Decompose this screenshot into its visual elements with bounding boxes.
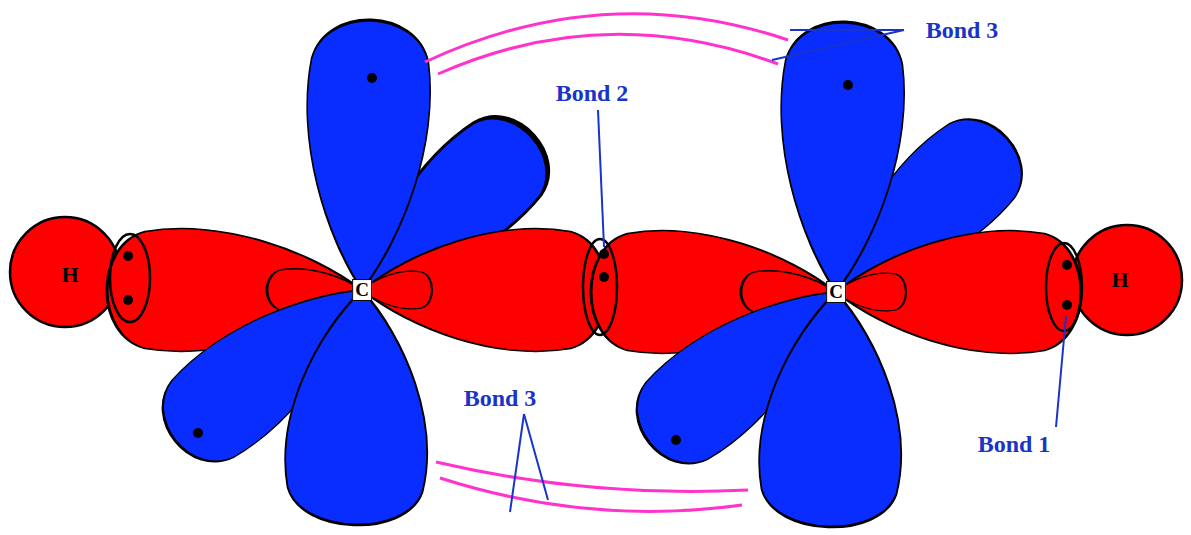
atom-label: H bbox=[61, 263, 78, 287]
p-orbital-lobe bbox=[283, 288, 433, 528]
electron-dot bbox=[843, 80, 853, 90]
electron-dot bbox=[123, 295, 133, 305]
atom-label: H bbox=[1111, 268, 1128, 292]
hydrogen-orbital bbox=[1072, 225, 1182, 335]
electron-dot bbox=[1062, 260, 1072, 270]
leader-line bbox=[598, 110, 604, 247]
electron-dot bbox=[1062, 300, 1072, 310]
overlap-region bbox=[583, 239, 617, 335]
overlap-region bbox=[1046, 243, 1082, 331]
pi-bond-arc bbox=[425, 14, 788, 62]
bond-label: Bond 3 bbox=[462, 385, 539, 411]
atom-label: C bbox=[826, 281, 846, 303]
leader-line bbox=[1056, 316, 1066, 427]
electron-dot bbox=[599, 249, 609, 259]
electron-dot bbox=[123, 251, 133, 261]
bond-label: Bond 1 bbox=[976, 431, 1053, 457]
electron-dot bbox=[367, 73, 377, 83]
electron-dot bbox=[193, 428, 203, 438]
electron-dot bbox=[671, 435, 681, 445]
sp-orbital-lobe bbox=[362, 229, 607, 352]
leader-line bbox=[524, 414, 548, 500]
bond-label: Bond 3 bbox=[924, 17, 1001, 43]
bond-label: Bond 2 bbox=[554, 80, 631, 106]
p-orbital-lobe bbox=[301, 18, 433, 292]
leader-line bbox=[510, 414, 524, 512]
atom-label: C bbox=[352, 279, 372, 301]
hydrogen-orbital bbox=[10, 217, 120, 327]
electron-dot bbox=[599, 272, 609, 282]
sp-orbital-lobe bbox=[836, 231, 1081, 354]
pi-bond-arc bbox=[440, 478, 742, 511]
leader-line bbox=[790, 29, 904, 31]
pi-bond-arc bbox=[438, 34, 778, 74]
overlap-region bbox=[110, 234, 150, 322]
p-orbital-lobe bbox=[757, 290, 907, 530]
p-orbital-lobe bbox=[775, 20, 907, 294]
pi-bond-arc bbox=[436, 462, 748, 491]
leader-line bbox=[772, 30, 904, 60]
